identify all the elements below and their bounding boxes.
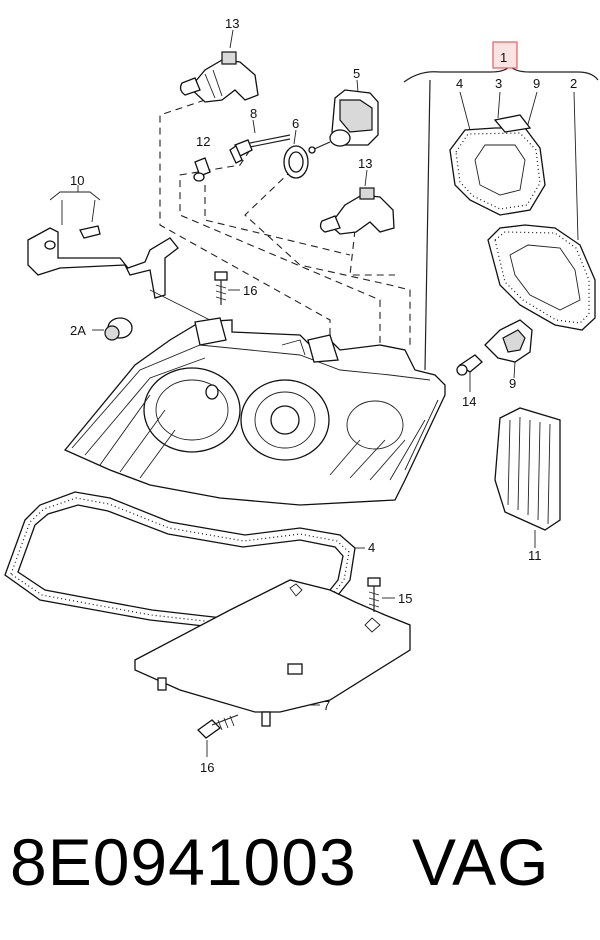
- callout-labels: 13 5 8 6 12 13 10 16 2A 1 4 3 9 2 9 14 1…: [70, 16, 577, 775]
- part-8-wiring-socket: [229, 119, 291, 164]
- bulb-13-top: [179, 29, 259, 103]
- part-6-seal-ring: [283, 129, 309, 179]
- callout-3: 3: [495, 76, 502, 91]
- callout-9: 9: [509, 376, 516, 391]
- callout-8: 8: [250, 106, 257, 121]
- callout-16-top: 16: [243, 283, 257, 298]
- part-9-bulb: [484, 319, 533, 379]
- callout-2: 2: [570, 76, 577, 91]
- part-7-cover-plate: [134, 579, 411, 727]
- callout-7: 7: [323, 698, 330, 713]
- callout-15: 15: [398, 591, 412, 606]
- callout-10: 10: [70, 173, 84, 188]
- callout-11: 11: [528, 548, 542, 563]
- part-16-screw-top: [214, 271, 240, 305]
- part-number: 8E0941003: [10, 825, 357, 899]
- footer-caption: 8E0941003 VAG: [0, 812, 600, 922]
- callout-5: 5: [353, 66, 360, 81]
- callout-14: 14: [462, 394, 476, 409]
- callout-1-highlight: [492, 41, 518, 69]
- part-2-gasket-frame: [487, 224, 596, 331]
- part-11-grille-panel: [494, 407, 561, 548]
- callout-4: 4: [368, 540, 375, 555]
- headlight-exploded-diagram: 13 5 8 6 12 13 10 16 2A 1 4 3 9 2 9 14 1…: [4, 16, 599, 775]
- callout-13-top: 13: [225, 16, 239, 31]
- dashed-leader-lines: [159, 99, 411, 360]
- callout-12: 12: [196, 134, 210, 149]
- part-16-screw-bottom: [196, 714, 239, 757]
- part-3-bulb-cap: [449, 114, 546, 216]
- callout-1: 1: [500, 50, 507, 65]
- callout-16: 16: [200, 760, 214, 775]
- part-5-adjuster-motor: [308, 79, 379, 154]
- brand-label: VAG: [412, 825, 550, 899]
- highlight-box: [492, 41, 518, 69]
- part-12-small-bulb: [193, 157, 211, 182]
- part-2a-grommet: [92, 317, 133, 341]
- bulb-13-second: [319, 169, 395, 235]
- part-14-small-bulb: [456, 354, 483, 392]
- part-15-screw: [367, 577, 395, 612]
- callout-9-top: 9: [533, 76, 540, 91]
- headlight-housing: [63, 317, 446, 506]
- part-10-mounting-bracket: [27, 185, 221, 326]
- callout-2a: 2A: [70, 323, 86, 338]
- callout-bracket-right: [403, 65, 599, 371]
- callout-4-top: 4: [456, 76, 463, 91]
- callout-6: 6: [292, 116, 299, 131]
- callout-13: 13: [358, 156, 372, 171]
